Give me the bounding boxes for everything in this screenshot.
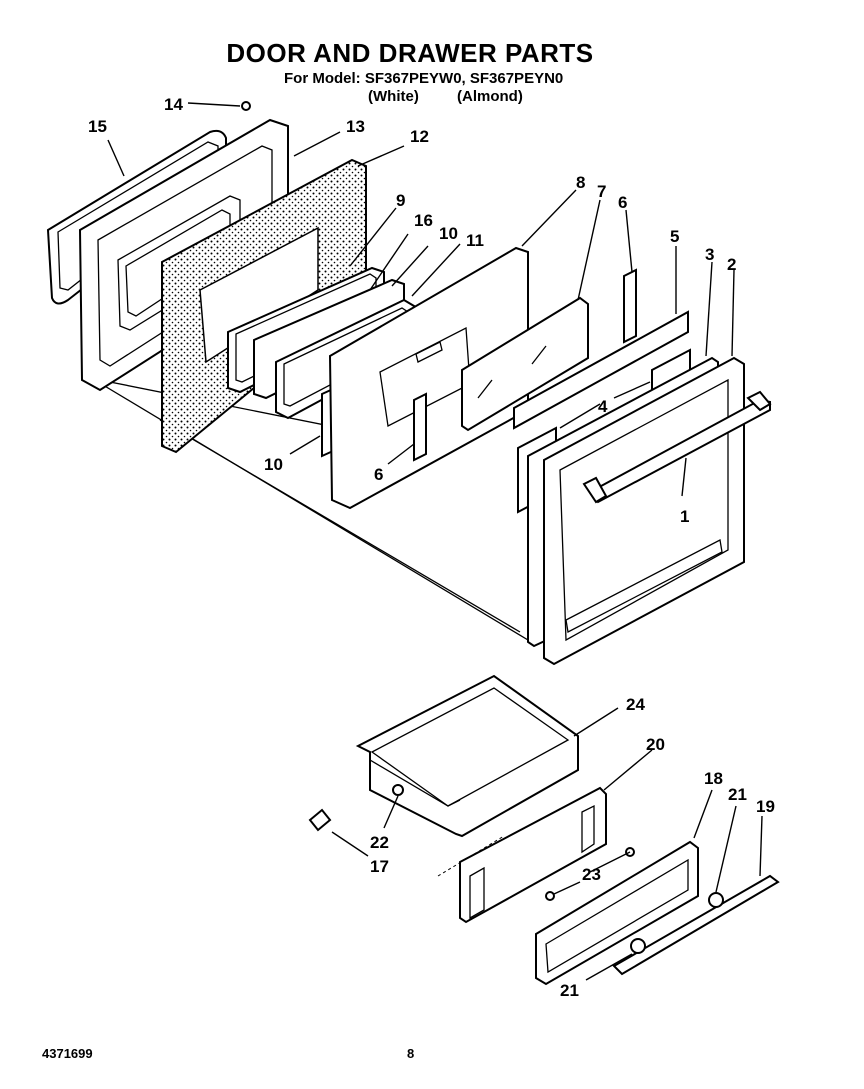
document-number: 4371699 <box>42 1046 93 1061</box>
screw-14 <box>187 101 251 111</box>
callout-15: 15 <box>88 117 107 136</box>
drawer-front-panel <box>535 840 699 986</box>
callout-11: 11 <box>466 231 484 250</box>
callout-2: 2 <box>727 255 736 274</box>
outer-door-panel <box>543 356 745 666</box>
callout-14: 14 <box>164 95 183 114</box>
variant-white: (White) <box>368 88 419 105</box>
callout-20: 20 <box>646 735 665 754</box>
callout-6-lower: 6 <box>374 465 383 484</box>
callout-12: 12 <box>410 127 429 146</box>
callout-21-lower: 21 <box>560 981 579 1000</box>
callout-5: 5 <box>670 227 679 246</box>
callout-1: 1 <box>680 507 689 526</box>
callout-4: 4 <box>598 397 608 416</box>
model-subtitle: For Model: SF367PEYW0, SF367PEYN0 <box>284 70 564 87</box>
callout-6-upper: 6 <box>618 193 627 212</box>
callout-23: 23 <box>582 865 601 884</box>
page-number: 8 <box>407 1046 415 1061</box>
callout-10-upper: 10 <box>439 224 458 243</box>
callout-8: 8 <box>576 173 585 192</box>
page-title: DOOR AND DRAWER PARTS <box>226 38 594 68</box>
callout-3: 3 <box>705 245 714 264</box>
callout-24: 24 <box>626 695 645 714</box>
callout-10-lower: 10 <box>264 455 283 474</box>
drawer-roller <box>308 784 404 832</box>
door-handle <box>582 390 772 504</box>
callout-18: 18 <box>704 769 723 788</box>
callout-16: 16 <box>414 211 433 230</box>
callout-leaders <box>107 131 763 981</box>
variant-almond: (Almond) <box>457 88 523 105</box>
heat-shield <box>513 310 689 430</box>
callout-19: 19 <box>756 797 775 816</box>
drawer-body <box>355 674 579 838</box>
drawer-front-liner <box>437 786 607 924</box>
screw-23-lower <box>545 891 555 901</box>
callout-7: 7 <box>597 182 606 201</box>
door-glass <box>461 296 589 432</box>
callout-9: 9 <box>396 191 405 210</box>
callout-22: 22 <box>370 833 389 852</box>
hinge-bracket-lower <box>413 392 427 462</box>
fastener-21-upper <box>708 892 724 908</box>
callout-13: 13 <box>346 117 365 136</box>
callout-17: 17 <box>370 857 389 876</box>
callout-21-upper: 21 <box>728 785 747 804</box>
fastener-21-lower <box>630 938 646 954</box>
hinge-bracket-upper <box>623 268 637 344</box>
